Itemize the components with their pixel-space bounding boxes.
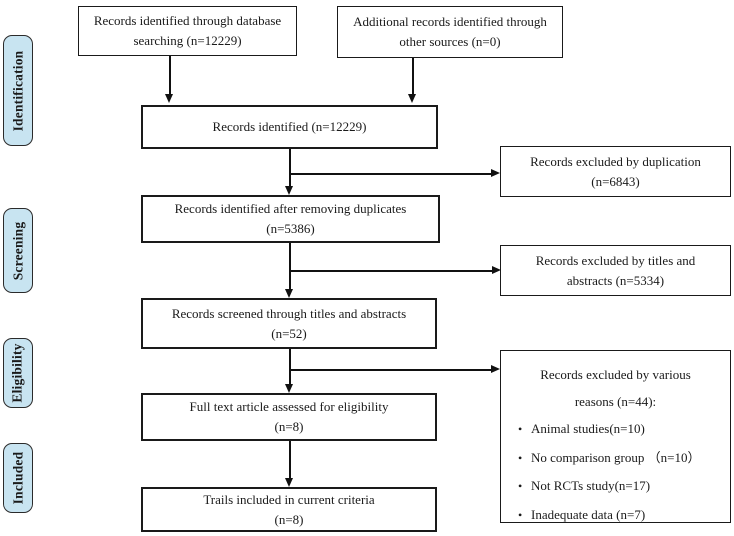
box-excluded-various-line2: reasons (n=44): [574,394,657,409]
arrow-down-icon [285,478,293,487]
box-additional-sources-line1: Additional records identified through [353,14,547,29]
box-after-duplicates-removed: Records identified after removing duplic… [141,195,440,243]
box-excluded-various-line1: Records excluded by various [540,367,691,382]
exclusion-reason-item: • No comparison group （n=10） [501,444,730,473]
box-excluded-various-reasons: Records excluded by various reasons (n=4… [500,350,731,523]
box-after-duplicates-removed-line1: Records identified after removing duplic… [174,201,407,216]
box-excluded-duplication-line2: (n=6843) [591,173,640,189]
bullet-icon: • [518,450,523,465]
exclusion-reason-text: Not RCTs study(n=17) [531,478,651,493]
arrow-database-to-identified-line [169,56,171,94]
box-records-screened-line2: (n=52) [271,325,307,341]
arrow-to-excluded-duplication-line [290,173,491,175]
box-excluded-duplication: Records excluded by duplication (n=6843) [500,146,731,197]
box-records-identified-line1: Records identified (n=12229) [212,119,367,134]
box-after-duplicates-removed-line2: (n=5386) [266,221,315,236]
arrow-to-excluded-titles-line [290,270,492,272]
exclusion-reason-item: • Animal studies(n=10) [501,415,730,444]
box-trials-included-line2: (n=8) [274,511,304,527]
stage-eligibility-label: Eligibility [10,343,25,403]
box-records-screened-line1: Records screened through titles and abst… [171,305,407,321]
arrow-right-icon [491,169,500,177]
arrow-right-icon [491,365,500,373]
box-records-screened: Records screened through titles and abst… [141,298,437,349]
stage-screening: Screening [3,208,33,293]
arrow-right-icon [492,266,501,274]
box-excluded-duplication-line1: Records excluded by duplication [530,153,701,169]
box-trials-included-line1: Trails included in current criteria [203,491,375,507]
arrow-down-icon [285,289,293,298]
stage-included-label: Included [10,451,25,505]
box-excluded-titles-abstracts-line2: abstracts (n=5334) [566,272,665,288]
box-additional-sources: Additional records identified through ot… [337,6,563,58]
exclusion-reason-text: No comparison group （n=10） [531,449,701,465]
stage-eligibility: Eligibility [3,338,33,408]
stage-identification: Identification [3,35,33,146]
stage-included: Included [3,443,33,513]
arrow-dedup-to-screened-line [289,243,291,289]
box-trials-included: Trails included in current criteria (n=8… [141,487,437,532]
box-fulltext-assessed: Full text article assessed for eligibili… [141,393,437,441]
exclusion-reason-item: • Inadequate data (n=7) [501,501,730,530]
arrow-fulltext-to-included-line [289,441,291,478]
bullet-icon: • [518,422,523,436]
arrow-down-icon [408,94,416,103]
box-excluded-titles-abstracts-line1: Records excluded by titles and [535,252,696,268]
bullet-icon: • [518,479,523,493]
box-database-search: Records identified through database sear… [78,6,297,56]
arrow-down-icon [285,186,293,195]
stage-screening-label: Screening [10,221,25,280]
arrow-screened-to-fulltext-line [289,349,291,384]
exclusion-reason-text: Inadequate data (n=7) [531,506,646,522]
box-database-search-line2: searching (n=12229) [133,33,242,48]
box-records-identified: Records identified (n=12229) [141,105,438,149]
box-database-search-line1: Records identified through database [93,13,282,28]
exclusion-reason-text: Animal studies(n=10) [531,421,645,436]
box-excluded-titles-abstracts: Records excluded by titles and abstracts… [500,245,731,296]
stage-identification-label: Identification [10,50,25,131]
arrow-down-icon [285,384,293,393]
arrow-additional-to-identified-line [412,58,414,94]
arrow-to-excluded-various-line [290,369,491,371]
box-fulltext-assessed-line2: (n=8) [274,419,304,434]
arrow-identified-to-dedup-line [289,149,291,186]
exclusion-reason-item: • Not RCTs study(n=17) [501,472,730,501]
bullet-icon: • [518,507,523,522]
arrow-down-icon [165,94,173,103]
box-fulltext-assessed-line1: Full text article assessed for eligibili… [189,399,389,414]
box-additional-sources-line2: other sources (n=0) [399,34,501,49]
